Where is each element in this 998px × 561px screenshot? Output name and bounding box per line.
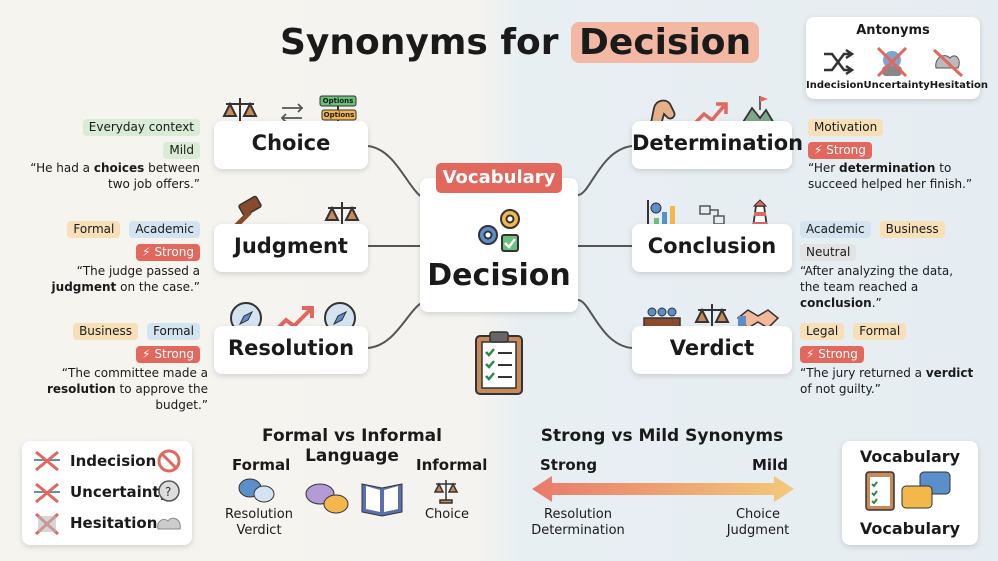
conclusion-word: Conclusion (647, 234, 777, 258)
strength-gradient-arrow (532, 476, 794, 502)
formal-tag: Formal (147, 323, 200, 340)
crossed-arrows-icons (34, 450, 60, 536)
page-title: Synonyms for Decision (280, 22, 760, 70)
choice-card[interactable]: Choice (214, 121, 368, 169)
conclusion-card[interactable]: Conclusion (632, 224, 792, 272)
choice-word: Choice (251, 131, 331, 155)
verdict-word: Verdict (669, 336, 755, 360)
no-hesitation-icon (932, 48, 964, 78)
antonym-icons (824, 46, 964, 78)
antonyms-panel-title: Antonyms (856, 23, 930, 38)
legal-tag: Legal (800, 323, 845, 340)
verdict-quote: “The jury returned a verdict of not guil… (800, 366, 974, 396)
mild-tag: Mild (163, 142, 200, 159)
judgment-strength: ⚡ Strong (132, 241, 200, 261)
antonyms-panel-labels: Indecision Uncertainty Hesitation (806, 80, 988, 91)
formal-tag: Formal (67, 221, 121, 238)
mild-label: Mild (752, 456, 788, 474)
choice-sign-top: Options (322, 97, 354, 105)
conclusion-tags: Academic Business (796, 218, 945, 238)
open-book-icon (361, 483, 403, 517)
determination-card[interactable]: Determination (632, 121, 804, 169)
resolution-word: Resolution (227, 336, 355, 360)
judgment-word: Judgment (234, 234, 348, 258)
resolution-card[interactable]: Resolution (214, 326, 368, 374)
process-icon (699, 205, 725, 225)
determination-strength: ⚡ Strong (804, 139, 872, 159)
shuffle-icon (824, 48, 855, 76)
business-tag: Business (73, 323, 138, 340)
prohibited-icon (157, 449, 181, 473)
chat-bubbles-icon (238, 478, 275, 503)
neutral-tag: Neutral (800, 244, 857, 261)
clipboard-icon (865, 471, 895, 511)
resolution-quote: “The committee made a resolution to appr… (46, 366, 208, 412)
center-card (420, 178, 578, 312)
speech-bubbles-icon (305, 483, 349, 514)
informal-words: Choice (424, 507, 470, 522)
strong-tag: ⚡ Strong (808, 142, 872, 159)
business-tag: Business (879, 221, 945, 238)
strong-tag: ⚡ Strong (136, 346, 200, 363)
choice-sign-bottom: Options (323, 111, 355, 119)
strong-mild-title: Strong vs Mild Synonyms (540, 426, 784, 446)
conclusion-neutral: Neutral (796, 241, 857, 261)
choice-tags-2: Mild (159, 139, 200, 159)
formal-tag: Formal (853, 323, 907, 340)
vocab-icons (865, 471, 951, 511)
trend-up-icon (692, 102, 728, 126)
strong-label: Strong (540, 456, 598, 474)
conclusion-quote: “After analyzing the data, the team reac… (800, 264, 954, 310)
svg-text:?: ? (165, 485, 171, 499)
center-word: Decision (427, 258, 571, 293)
formal-words: Resolution Verdict (225, 507, 293, 538)
no-thinking-icon (876, 46, 908, 78)
formal-informal-icons (238, 478, 459, 517)
academic-tag: Academic (129, 221, 200, 238)
judgment-quote: “The judge passed a judgment on the case… (51, 264, 200, 294)
verdict-card[interactable]: Verdict (632, 326, 792, 374)
resolution-icons (230, 302, 356, 334)
antonym-item-indecision: Indecision (70, 452, 157, 470)
resolution-strength: ⚡ Strong (132, 343, 200, 363)
antonym-side-icons: ? (157, 449, 181, 530)
formal-informal-title: Formal vs Informal Language (262, 426, 442, 466)
chat-icon (901, 471, 951, 509)
resolution-tags: Business Formal (69, 320, 200, 340)
verdict-strength: ⚡ Strong (796, 343, 864, 363)
scales-icon (433, 480, 459, 504)
determination-quote: “Her determination to succeed helped her… (808, 161, 973, 191)
determination-tags: Motivation (804, 116, 884, 136)
strong-tag: ⚡ Strong (136, 244, 200, 261)
antonym-label: Hesitation (929, 80, 989, 91)
swap-arrows-icon (280, 103, 304, 123)
academic-tag: Academic (800, 221, 871, 238)
motivation-tag: Motivation (808, 119, 884, 136)
mild-words: Choice Judgment (726, 507, 790, 538)
judgment-tags: Formal Academic (63, 218, 200, 238)
verdict-tags: Legal Formal (796, 320, 907, 340)
judgment-card[interactable]: Judgment (214, 224, 368, 272)
cloud-icon (157, 517, 181, 530)
antonym-label: Uncertainty (863, 80, 930, 91)
strong-tag: ⚡ Strong (800, 346, 864, 363)
choice-quote: “He had a choices between two job offers… (30, 161, 200, 191)
formal-label: Formal (232, 456, 291, 474)
vocabulary-box-bottom: Vocabulary (859, 519, 961, 538)
title-highlight: Decision (571, 22, 760, 63)
antonym-item-hesitation: Hesitation (70, 514, 158, 532)
context-tag: Everyday context (82, 119, 200, 136)
strong-words: Resolution Determination (531, 507, 625, 538)
antonym-label: Indecision (806, 80, 864, 91)
antonym-item-uncertainty: Uncertainty (70, 483, 170, 501)
vocabulary-box-top: Vocabulary (859, 447, 961, 466)
informal-label: Informal (416, 456, 488, 474)
confused-head-icon: ? (158, 480, 180, 502)
checklist-clipboard-icon (475, 331, 523, 395)
gears-icon (478, 209, 520, 252)
vocabulary-badge: Vocabulary (436, 163, 562, 193)
choice-tags: Everyday context (79, 116, 200, 136)
determination-word: Determination (632, 131, 804, 155)
title-prefix: Synonyms for (280, 22, 559, 63)
